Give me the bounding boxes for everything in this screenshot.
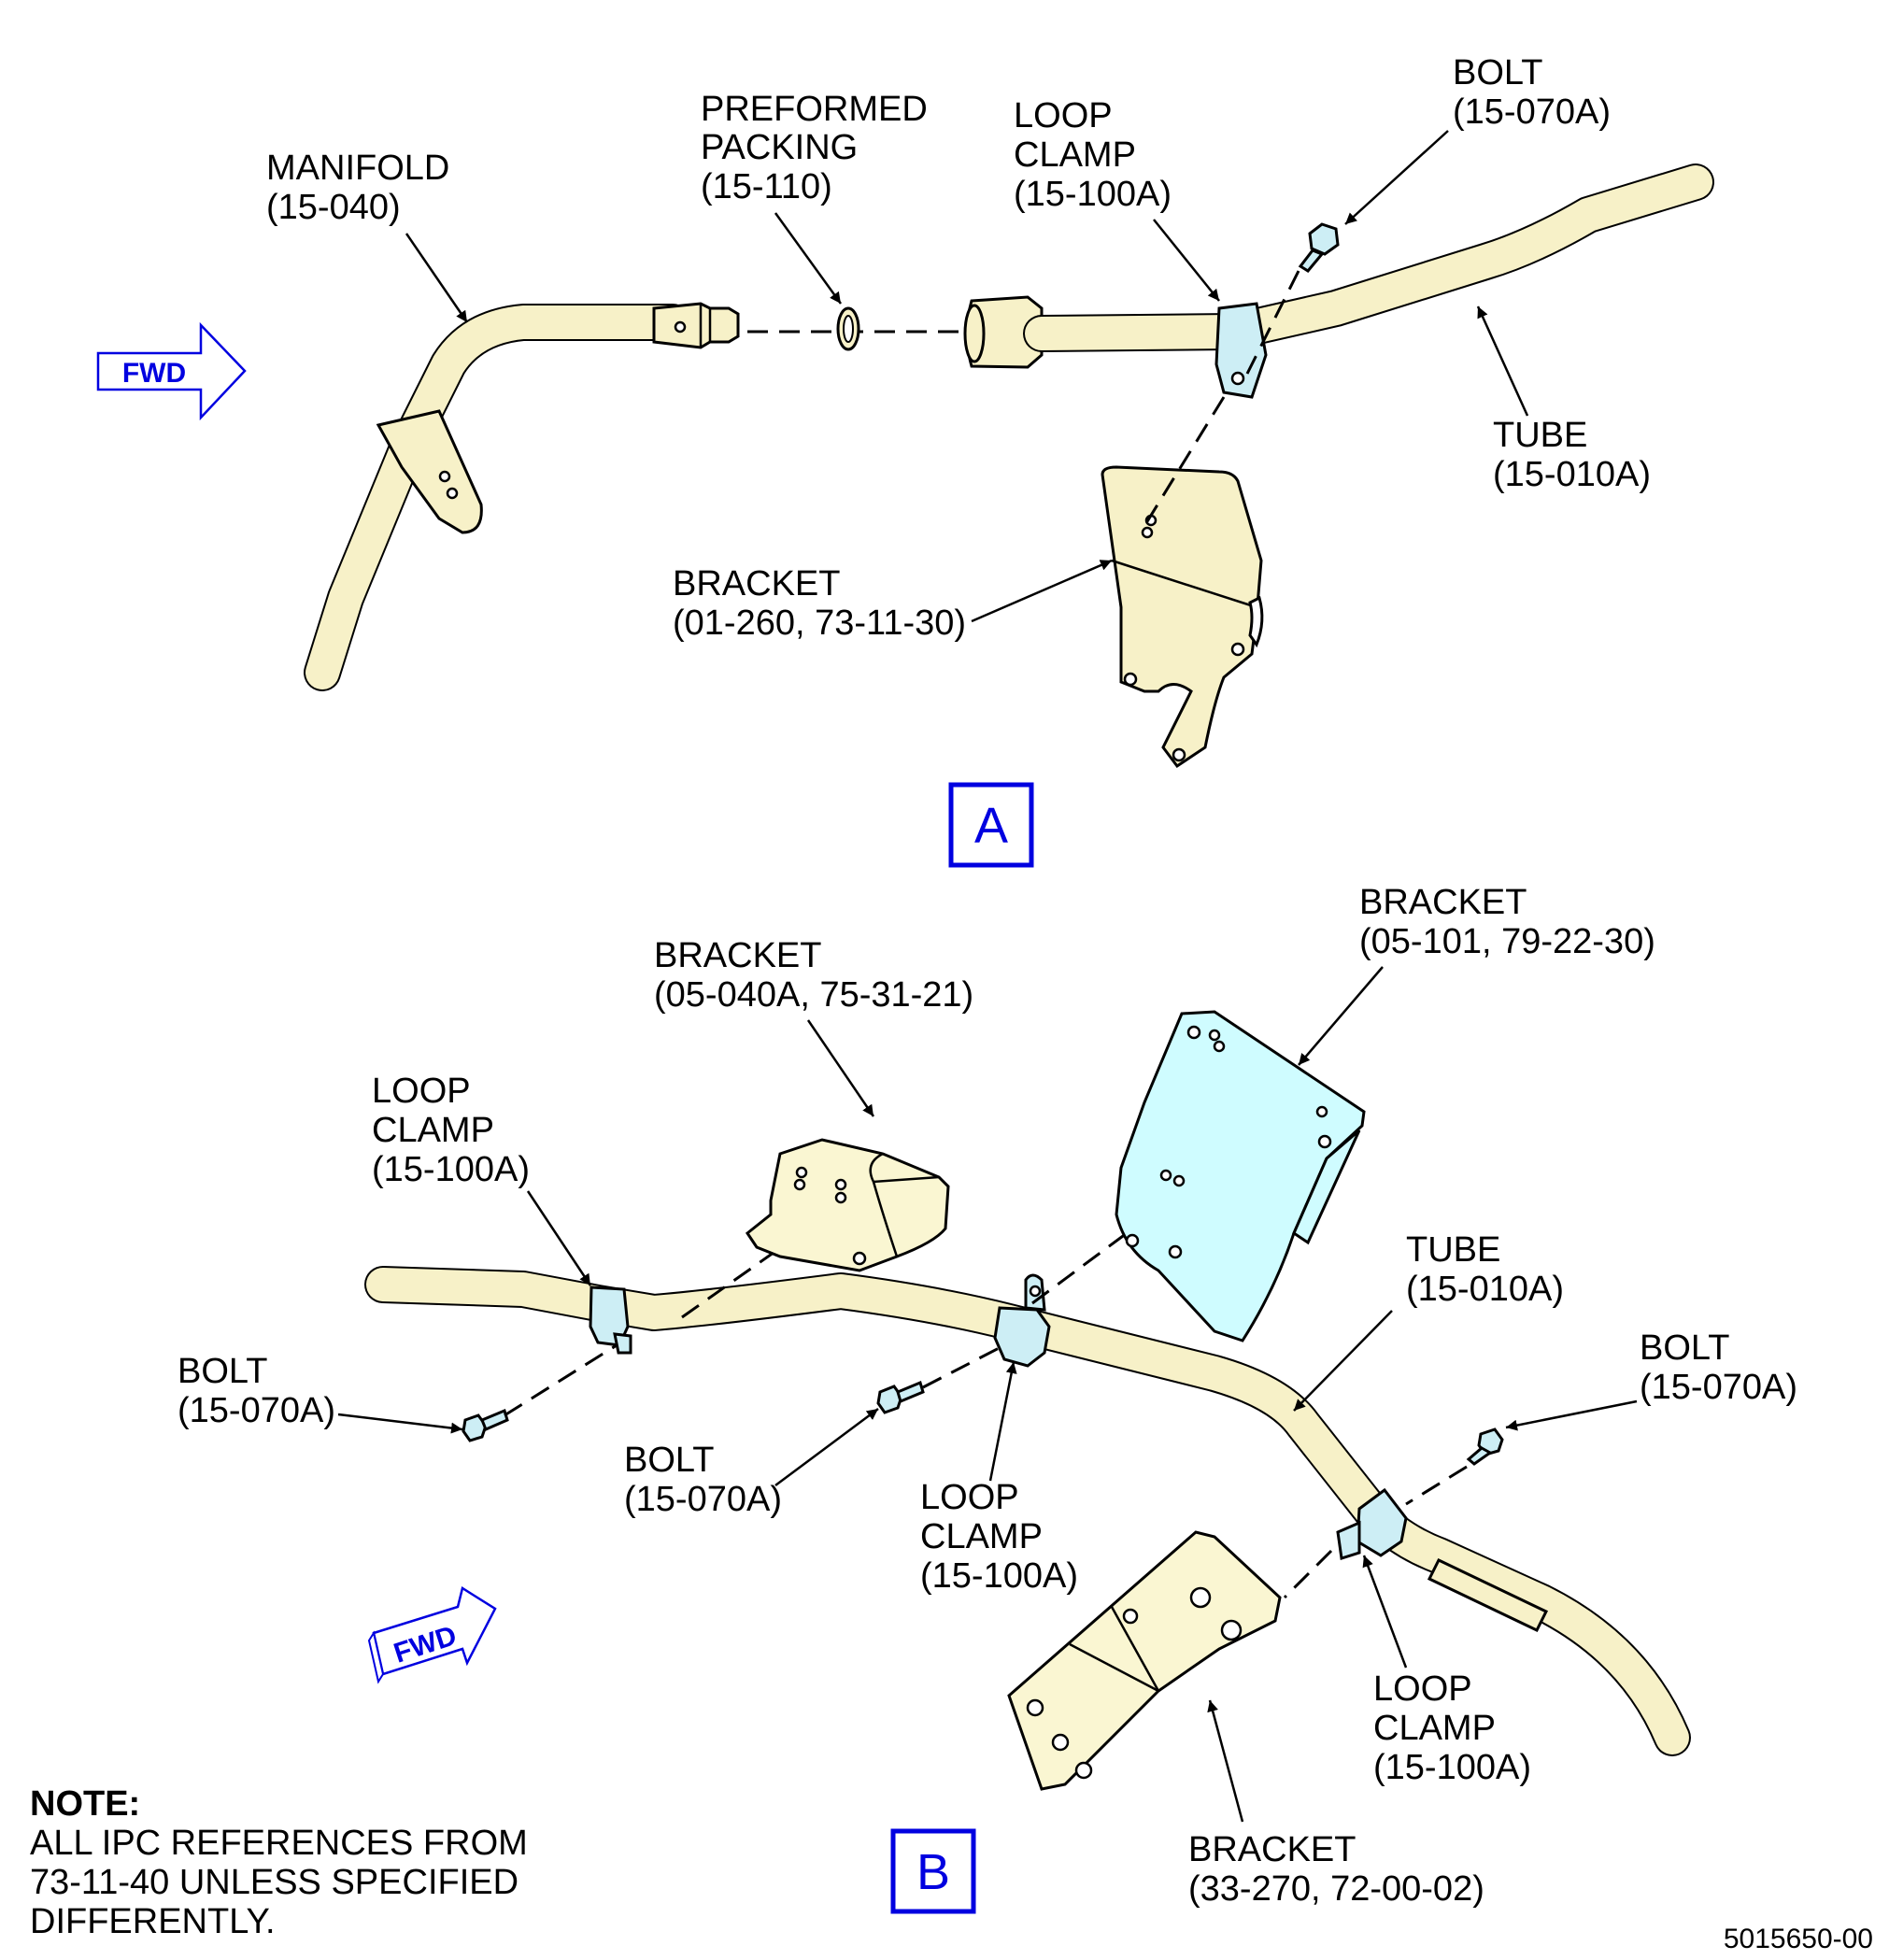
view-a-box: A bbox=[948, 782, 1034, 868]
svg-text:LOOP: LOOP bbox=[1373, 1669, 1472, 1709]
svg-text:(33-270, 72-00-02): (33-270, 72-00-02) bbox=[1188, 1869, 1484, 1909]
svg-text:(15-010A): (15-010A) bbox=[1406, 1270, 1564, 1309]
svg-text:(15-100A): (15-100A) bbox=[372, 1150, 530, 1189]
svg-text:CLAMP: CLAMP bbox=[1373, 1709, 1496, 1748]
svg-text:BRACKET: BRACKET bbox=[654, 936, 821, 975]
fwd-arrow-a: FWD bbox=[96, 321, 247, 421]
loop-clamp-b-left bbox=[589, 1285, 632, 1355]
svg-text:LOOP: LOOP bbox=[1014, 96, 1113, 135]
svg-text:BOLT: BOLT bbox=[1453, 53, 1542, 92]
svg-text:BOLT: BOLT bbox=[624, 1441, 714, 1480]
svg-text:(15-010A): (15-010A) bbox=[1493, 455, 1651, 494]
svg-text:CLAMP: CLAMP bbox=[372, 1111, 494, 1150]
label-loop-clamp-b-left: LOOP CLAMP (15-100A) bbox=[372, 1072, 530, 1189]
svg-text:CLAMP: CLAMP bbox=[920, 1517, 1043, 1556]
note-line: 73-11-40 UNLESS SPECIFIED bbox=[30, 1863, 518, 1902]
view-a: FWD bbox=[96, 53, 1714, 868]
svg-text:A: A bbox=[974, 798, 1008, 854]
bracket-b-bottom bbox=[1007, 1530, 1282, 1791]
view-b-box: B bbox=[890, 1828, 976, 1914]
svg-text:BOLT: BOLT bbox=[1640, 1328, 1729, 1368]
svg-text:LOOP: LOOP bbox=[920, 1478, 1019, 1517]
svg-text:(15-110): (15-110) bbox=[701, 167, 832, 206]
bolt-b-mid bbox=[876, 1380, 925, 1414]
svg-text:(01-260, 73-11-30): (01-260, 73-11-30) bbox=[673, 604, 966, 643]
label-loop-clamp-a: LOOP CLAMP (15-100A) bbox=[1014, 96, 1172, 214]
bolt-a bbox=[1298, 222, 1340, 273]
loop-clamp-b-mid bbox=[993, 1273, 1051, 1368]
svg-text:MANIFOLD: MANIFOLD bbox=[266, 149, 449, 188]
bolt-b-left bbox=[462, 1408, 509, 1442]
svg-text:B: B bbox=[916, 1844, 950, 1900]
note-heading: NOTE: bbox=[30, 1784, 140, 1824]
svg-text:BRACKET: BRACKET bbox=[1359, 883, 1527, 922]
view-b: FWD BRACKET (05-101, 79-22-30) BRACKET (… bbox=[178, 883, 1797, 1914]
label-bolt-a: BOLT (15-070A) bbox=[1453, 53, 1611, 132]
label-bolt-b-right: BOLT (15-070A) bbox=[1640, 1328, 1797, 1407]
svg-text:LOOP: LOOP bbox=[372, 1072, 471, 1111]
manifold bbox=[304, 302, 740, 691]
svg-text:BRACKET: BRACKET bbox=[1188, 1830, 1356, 1869]
svg-text:(15-100A): (15-100A) bbox=[1014, 175, 1172, 214]
svg-text:(15-070A): (15-070A) bbox=[624, 1480, 782, 1519]
bracket-b-mid bbox=[745, 1138, 950, 1272]
label-loop-clamp-b-mid: LOOP CLAMP (15-100A) bbox=[920, 1478, 1078, 1596]
fwd-label-a: FWD bbox=[122, 358, 186, 389]
label-loop-clamp-b-right: LOOP CLAMP (15-100A) bbox=[1373, 1669, 1531, 1787]
svg-text:PREFORMED: PREFORMED bbox=[701, 90, 928, 129]
loop-clamp-a bbox=[1214, 302, 1268, 399]
svg-text:(15-100A): (15-100A) bbox=[1373, 1748, 1531, 1787]
label-bracket-a: BRACKET (01-260, 73-11-30) bbox=[673, 564, 966, 643]
svg-text:BRACKET: BRACKET bbox=[673, 564, 840, 604]
note-line: ALL IPC REFERENCES FROM bbox=[30, 1824, 528, 1863]
tube-a bbox=[963, 163, 1714, 369]
label-tube-a: TUBE (15-010A) bbox=[1493, 416, 1651, 494]
label-bracket-b-bottom: BRACKET (33-270, 72-00-02) bbox=[1188, 1830, 1484, 1909]
svg-text:BOLT: BOLT bbox=[178, 1352, 267, 1391]
fwd-arrow-b: FWD bbox=[367, 1586, 497, 1684]
label-bolt-b-mid: BOLT (15-070A) bbox=[624, 1441, 782, 1519]
label-bracket-b-mid: BRACKET (05-040A, 75-31-21) bbox=[654, 936, 973, 1015]
label-manifold: MANIFOLD (15-040) bbox=[266, 149, 449, 227]
svg-text:(05-101, 79-22-30): (05-101, 79-22-30) bbox=[1359, 922, 1655, 961]
label-bolt-b-left: BOLT (15-070A) bbox=[178, 1352, 335, 1430]
svg-text:(15-100A): (15-100A) bbox=[920, 1556, 1078, 1596]
svg-text:(15-040): (15-040) bbox=[266, 188, 401, 227]
note-line: DIFFERENTLY. bbox=[30, 1902, 276, 1941]
svg-text:(15-070A): (15-070A) bbox=[1453, 92, 1611, 132]
svg-text:TUBE: TUBE bbox=[1493, 416, 1587, 455]
preformed-packing bbox=[836, 306, 860, 351]
tube-b bbox=[364, 1266, 1691, 1756]
loop-clamp-b-right bbox=[1336, 1487, 1408, 1560]
svg-text:(05-040A, 75-31-21): (05-040A, 75-31-21) bbox=[654, 975, 973, 1015]
note-block: NOTE: ALL IPC REFERENCES FROM 73-11-40 U… bbox=[30, 1784, 528, 1941]
bracket-b-right bbox=[1115, 1010, 1366, 1342]
label-tube-b: TUBE (15-010A) bbox=[1406, 1230, 1564, 1309]
label-preformed-packing: PREFORMED PACKING (15-110) bbox=[701, 90, 928, 206]
svg-text:CLAMP: CLAMP bbox=[1014, 135, 1136, 175]
svg-text:PACKING: PACKING bbox=[701, 128, 858, 167]
bolt-b-right bbox=[1466, 1427, 1504, 1466]
label-bracket-b-right: BRACKET (05-101, 79-22-30) bbox=[1359, 883, 1655, 961]
bracket-a bbox=[1101, 465, 1264, 769]
svg-text:(15-070A): (15-070A) bbox=[178, 1391, 335, 1430]
svg-text:TUBE: TUBE bbox=[1406, 1230, 1500, 1270]
figure-id: 5015650-00 bbox=[1724, 1924, 1873, 1954]
svg-text:(15-070A): (15-070A) bbox=[1640, 1368, 1797, 1407]
